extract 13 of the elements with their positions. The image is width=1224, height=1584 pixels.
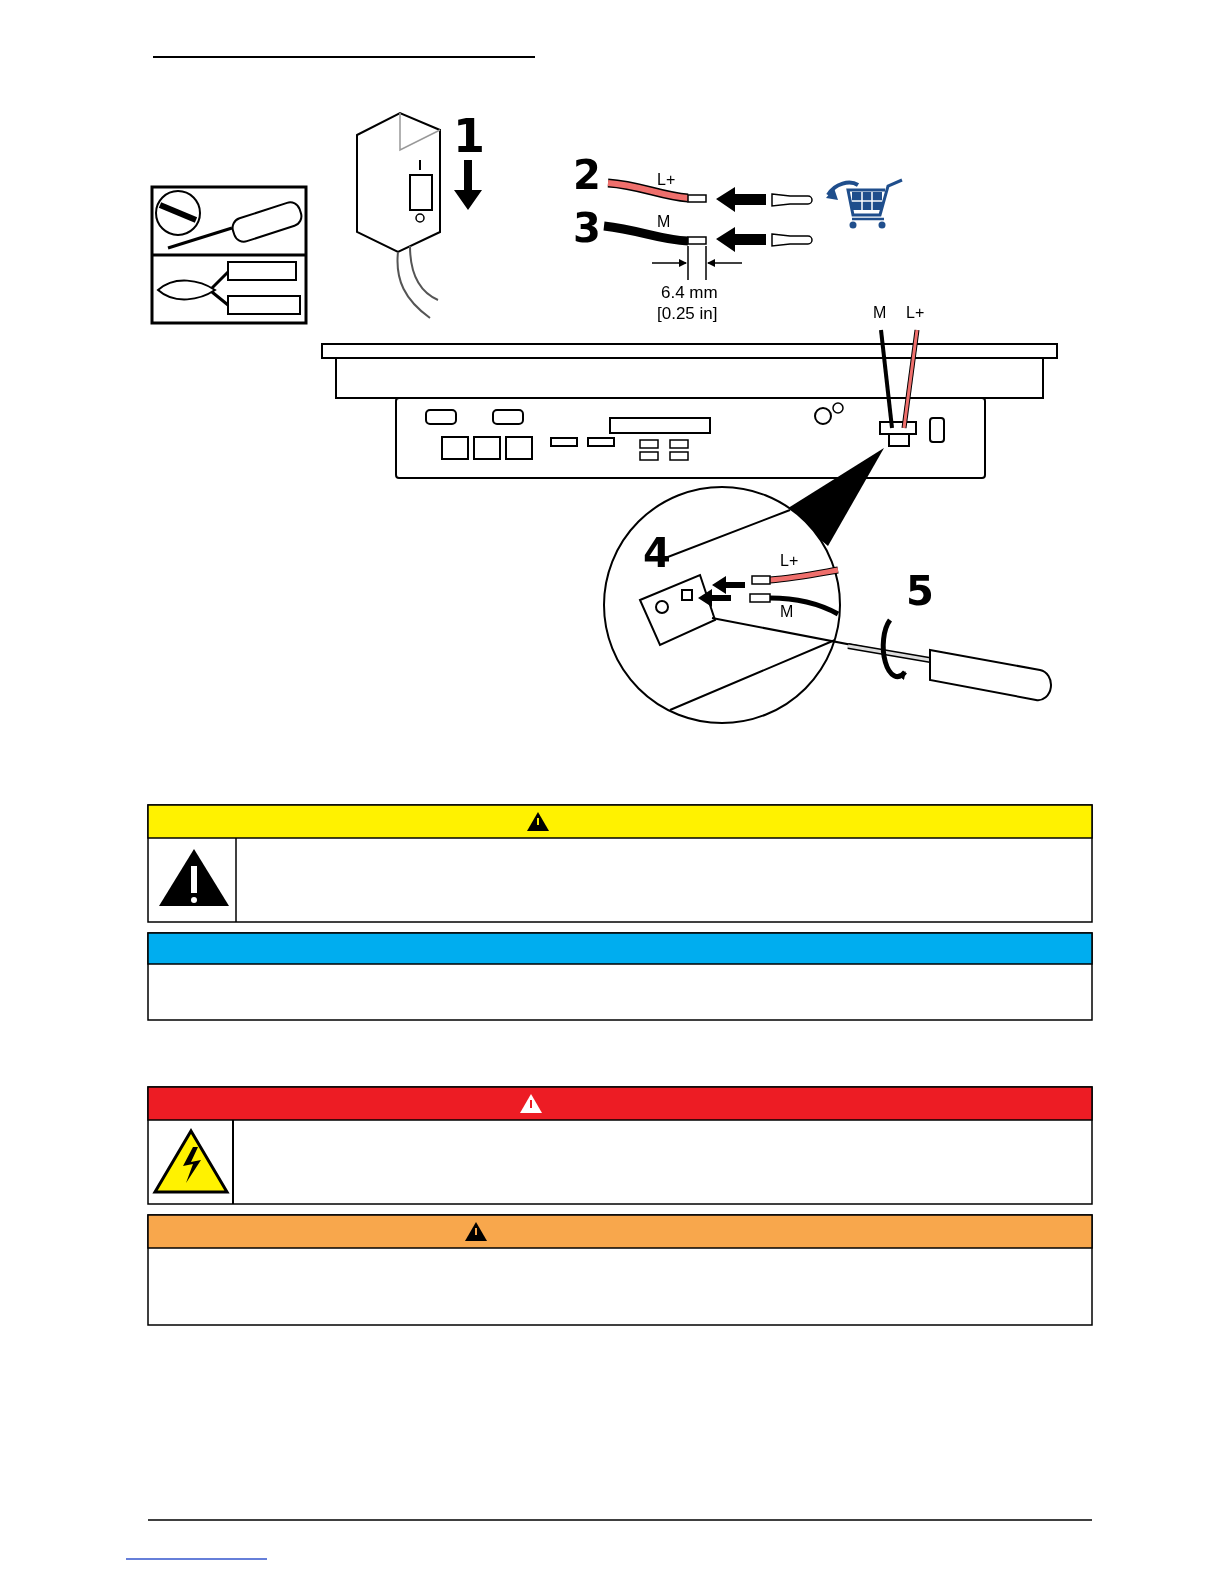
wire-label: M — [657, 214, 671, 230]
wire-label: M — [873, 305, 887, 321]
step-number: 5 — [906, 571, 934, 611]
wire-label: M — [780, 604, 794, 620]
step-number: 2 — [573, 155, 601, 195]
step-number: 4 — [643, 533, 671, 573]
step-number: 3 — [573, 208, 601, 248]
dimension-label: [0.25 in] — [657, 305, 718, 322]
step-number: 1 — [453, 113, 485, 159]
wire-label: L+ — [657, 172, 676, 188]
dimension-label: 6.4 mm — [661, 284, 718, 301]
wire-label: L+ — [780, 553, 799, 569]
wire-label: L+ — [906, 305, 925, 321]
